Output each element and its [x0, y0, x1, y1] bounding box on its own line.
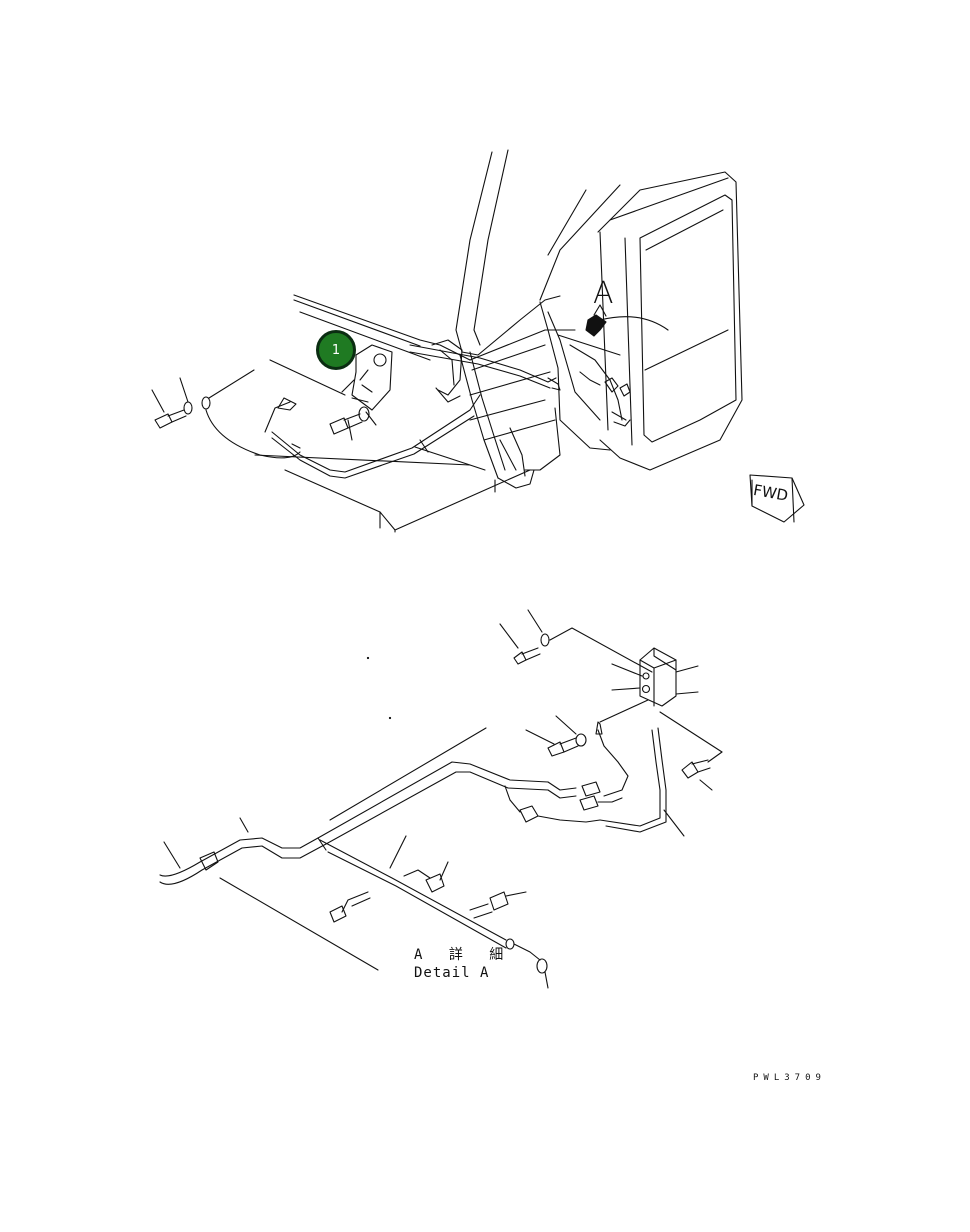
detail-a-harness — [159, 727, 667, 989]
view-arrow-region — [557, 304, 631, 427]
mounting-bracket — [341, 344, 393, 411]
detail-title-en: Detail A — [414, 965, 490, 981]
callout-bubble-1: 1 — [316, 330, 356, 370]
machine-body — [254, 149, 743, 533]
view-label: A — [593, 276, 614, 311]
drawing-number: PWL3709 — [753, 1073, 826, 1083]
detail-title-jp: A 詳 細 — [414, 947, 513, 963]
callout-number: 1 — [331, 342, 341, 358]
fwd-sign — [749, 474, 805, 523]
bolt-set-upper — [151, 369, 377, 441]
switch-box — [499, 609, 723, 837]
harness-upper — [205, 344, 561, 479]
